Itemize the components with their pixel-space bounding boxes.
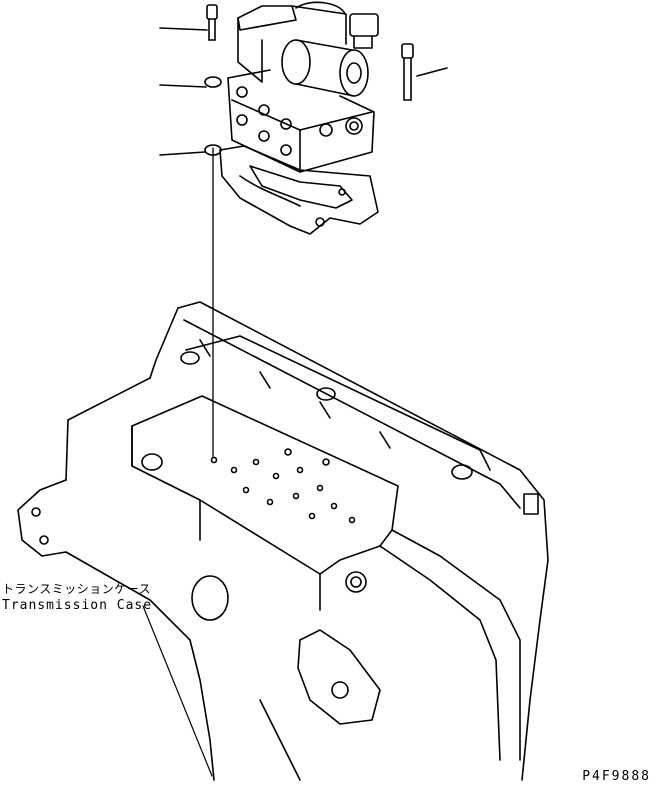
gasket-plate (219, 145, 379, 235)
bolt-left (206, 4, 218, 41)
valve-assembly (204, 1, 379, 173)
mounting-pad (131, 395, 399, 575)
callout-label-japanese: トランスミッションケース (2, 582, 152, 596)
transmission-case (17, 301, 549, 781)
bolt-right (401, 43, 414, 101)
figure-code: P4F9888 (582, 769, 651, 784)
callout-label-english: Transmission Case (2, 598, 153, 613)
leader-lines (142, 27, 448, 777)
